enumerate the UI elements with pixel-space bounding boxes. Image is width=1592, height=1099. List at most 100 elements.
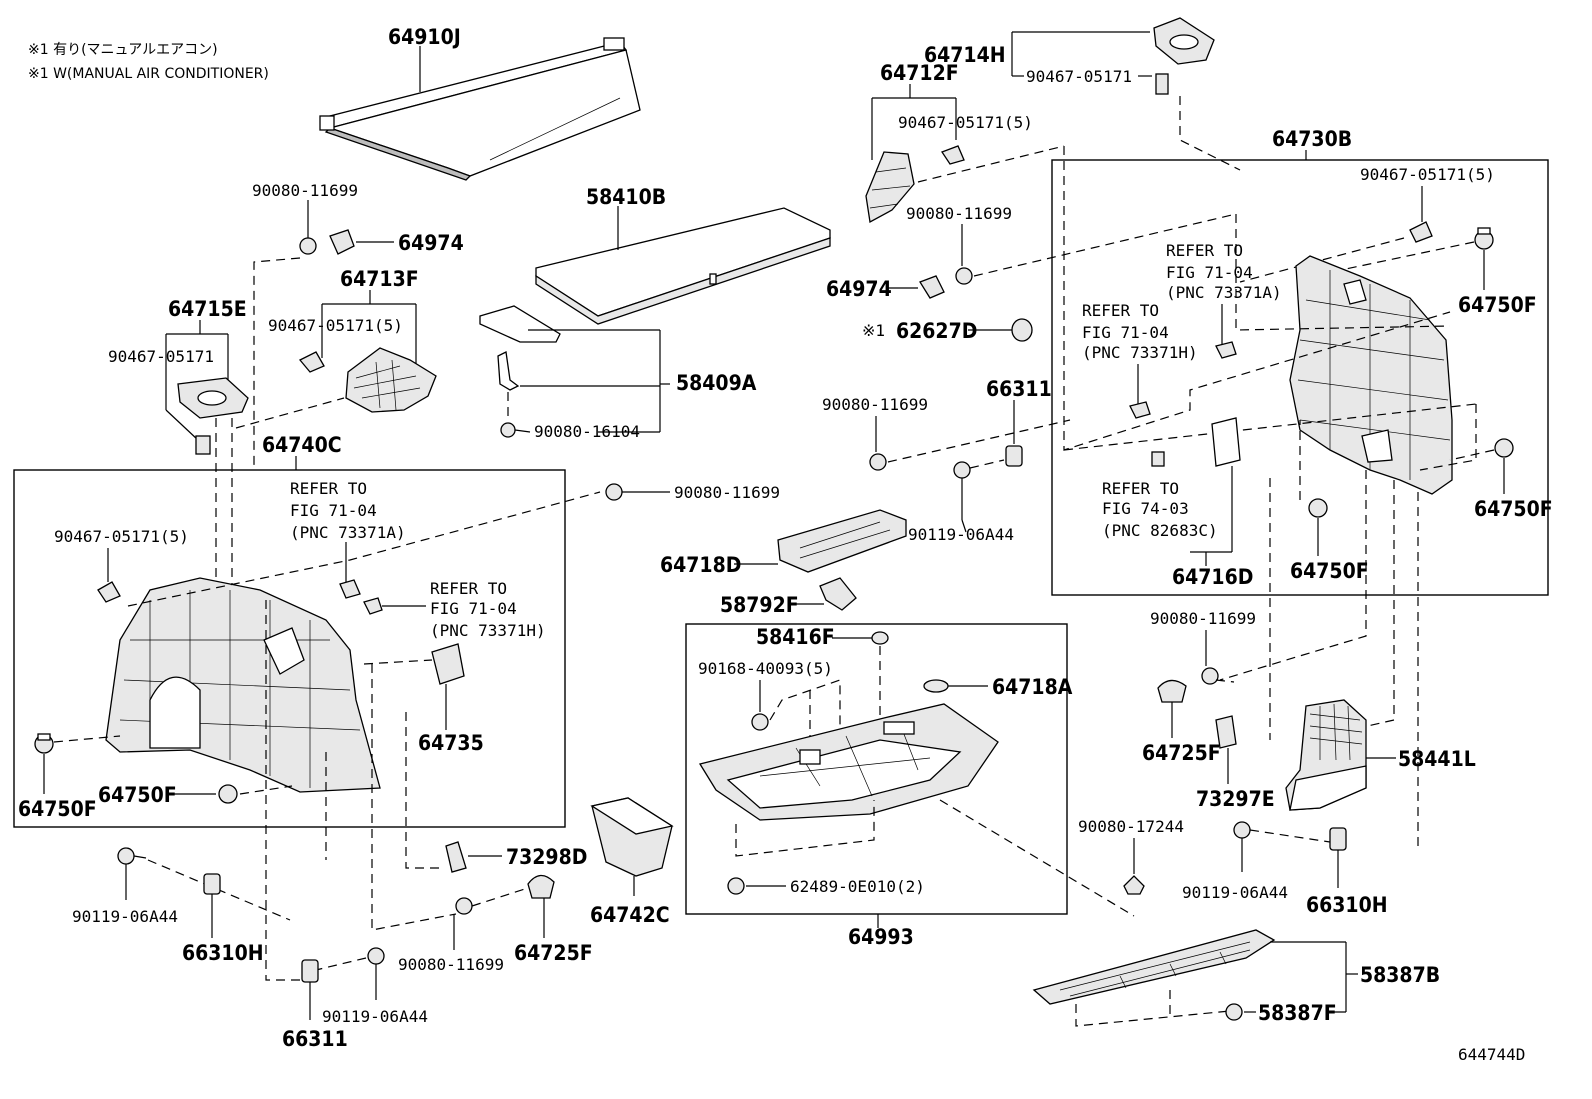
bolt-90119-06a44-a [117, 847, 147, 865]
label-plate-64716d [1211, 417, 1241, 467]
label-90080-11699-f: 90080-11699 [1150, 609, 1256, 628]
label-90119-06a44-d: 90119-06A44 [1182, 883, 1288, 902]
label-90080-17244: 90080-17244 [1078, 817, 1184, 836]
ref-clip-73371h-a [363, 597, 383, 615]
ref-fig-74-03-line1: REFER TO [1102, 479, 1179, 498]
nut-66310h-a [203, 873, 221, 895]
label-90119-06a44-a: 90119-06A44 [72, 907, 178, 926]
note-line-1: ※1 有り(マニュアルエアコン) [28, 42, 218, 58]
floor-tray-64993-part [698, 703, 999, 821]
deck-bracket-part [479, 305, 561, 391]
label-62627d-mark: ※1 [862, 321, 885, 340]
ref-fig-71-04-d-line3: (PNC 73371H) [1082, 343, 1198, 362]
nut-66311-a [301, 959, 319, 983]
label-73298d: 73298D [506, 845, 587, 869]
screw-90080-16104 [500, 422, 531, 438]
label-90080-11699-c: 90080-11699 [398, 955, 504, 974]
clip-64714h [1155, 73, 1169, 95]
clip-64750f-a [34, 733, 54, 754]
label-90119-06a44-b: 90119-06A44 [322, 1007, 428, 1026]
plug-58416f [871, 631, 889, 645]
label-64750f-c: 64750F [1458, 293, 1537, 317]
label-64750f-a: 64750F [18, 797, 97, 821]
label-90467-05171-5-a: 90467-05171(5) [268, 316, 403, 335]
label-58409a: 58409A [676, 371, 757, 395]
label-58441l: 58441L [1398, 747, 1476, 771]
label-64725f-b: 64725F [1142, 741, 1221, 765]
ref-fig-71-04-b-line1: REFER TO [430, 579, 507, 598]
clip-90080-17244 [1123, 875, 1145, 895]
ref-fig-71-04-a-line3: (PNC 73371A) [290, 523, 406, 542]
ref-fig-71-04-c-line1: REFER TO [1166, 241, 1243, 260]
ref-fig-71-04-c-line2: FIG 71-04 [1166, 263, 1253, 282]
label-58410b: 58410B [586, 185, 666, 209]
screw-90080-11699-b [605, 483, 670, 501]
clip-90467-05171-d [1409, 221, 1433, 243]
label-64725f-a: 64725F [514, 941, 593, 965]
clip-64750f-c [1474, 227, 1494, 250]
cup-holder-64714h-part [1153, 17, 1215, 65]
duct-58441l-part [1285, 699, 1367, 811]
ref-fig-71-04-a-line1: REFER TO [290, 479, 367, 498]
label-64712f: 64712F [880, 61, 959, 85]
ref-fig-71-04-d-line1: REFER TO [1082, 301, 1159, 320]
label-90080-16104: 90080-16104 [534, 422, 640, 441]
label-58792f: 58792F [720, 593, 799, 617]
clip-73298d-part [445, 841, 467, 873]
label-64750f-d: 64750F [1290, 559, 1369, 583]
group-box-64740c [13, 469, 566, 828]
clip-64725f-a-part [527, 874, 555, 899]
label-90080-11699-d: 90080-11699 [906, 204, 1012, 223]
label-64714h: 64714H [924, 43, 1006, 67]
screw-90080-11699-e [869, 453, 887, 471]
quarter-trim-64730b-part [1289, 255, 1453, 495]
scuff-plate-58387b-part [1032, 929, 1276, 1005]
label-64742c: 64742C [590, 903, 670, 927]
screw-90080-11699-a [299, 237, 317, 255]
clip-90467-05171-b [97, 581, 121, 603]
ref-fig-71-04-d-line2: FIG 71-04 [1082, 323, 1169, 342]
label-64713f: 64713F [340, 267, 419, 291]
label-64974-b: 64974 [826, 277, 892, 301]
label-64718a: 64718A [992, 675, 1073, 699]
group-box-64730b [1051, 159, 1549, 596]
bolt-90119-06a44-c [953, 461, 971, 479]
screw-90080-11699-f [1201, 667, 1219, 685]
label-64910j: 64910J [388, 25, 461, 49]
label-90467-05171-5-d: 90467-05171(5) [1360, 165, 1495, 184]
deck-board-part [535, 207, 831, 325]
label-66311-a: 66311 [282, 1027, 348, 1051]
ref-fig-71-04-b-line2: FIG 71-04 [430, 599, 517, 618]
label-64715e: 64715E [168, 297, 247, 321]
label-90080-11699-b: 90080-11699 [674, 483, 780, 502]
label-64750f-b: 64750F [98, 783, 177, 807]
label-64974-a: 64974 [398, 231, 464, 255]
label-62489-0e010-2: 62489-0E010(2) [790, 877, 925, 896]
label-90467-05171-5-b: 90467-05171(5) [54, 527, 189, 546]
clip-90467-05171-c [941, 145, 965, 165]
label-58387f: 58387F [1258, 1001, 1337, 1025]
cap-64718a [923, 679, 949, 693]
ref-fig-71-04-c-line3: (PNC 73371A) [1166, 283, 1282, 302]
label-64716d: 64716D [1172, 565, 1253, 589]
clip-90467-05171-a [298, 351, 325, 373]
label-64718d: 64718D [660, 553, 741, 577]
label-58416f: 58416F [756, 625, 835, 649]
label-66310h-b: 66310H [1306, 893, 1388, 917]
clip-64750f-b [218, 784, 238, 804]
label-66311-b: 66311 [986, 377, 1052, 401]
bolt-90119-06a44-b [367, 947, 385, 965]
clip-62489-0e010 [727, 877, 745, 895]
ref-fig-71-04-a-line2: FIG 71-04 [290, 501, 377, 520]
cup-holder-64715e-part [177, 377, 249, 419]
diagram-id: 644744D [1458, 1045, 1525, 1064]
trim-64712f-part [865, 151, 915, 224]
note-line-2: ※1 W(MANUAL AIR CONDITIONER) [28, 66, 269, 82]
label-90467-05171-b: 90467-05171 [1026, 67, 1132, 86]
label-64750f-e: 64750F [1474, 497, 1553, 521]
label-64993: 64993 [848, 925, 914, 949]
quarter-trim-64740c-part [105, 577, 381, 793]
cover-58792f-part [819, 577, 857, 611]
clip-58387f [1225, 1003, 1243, 1021]
